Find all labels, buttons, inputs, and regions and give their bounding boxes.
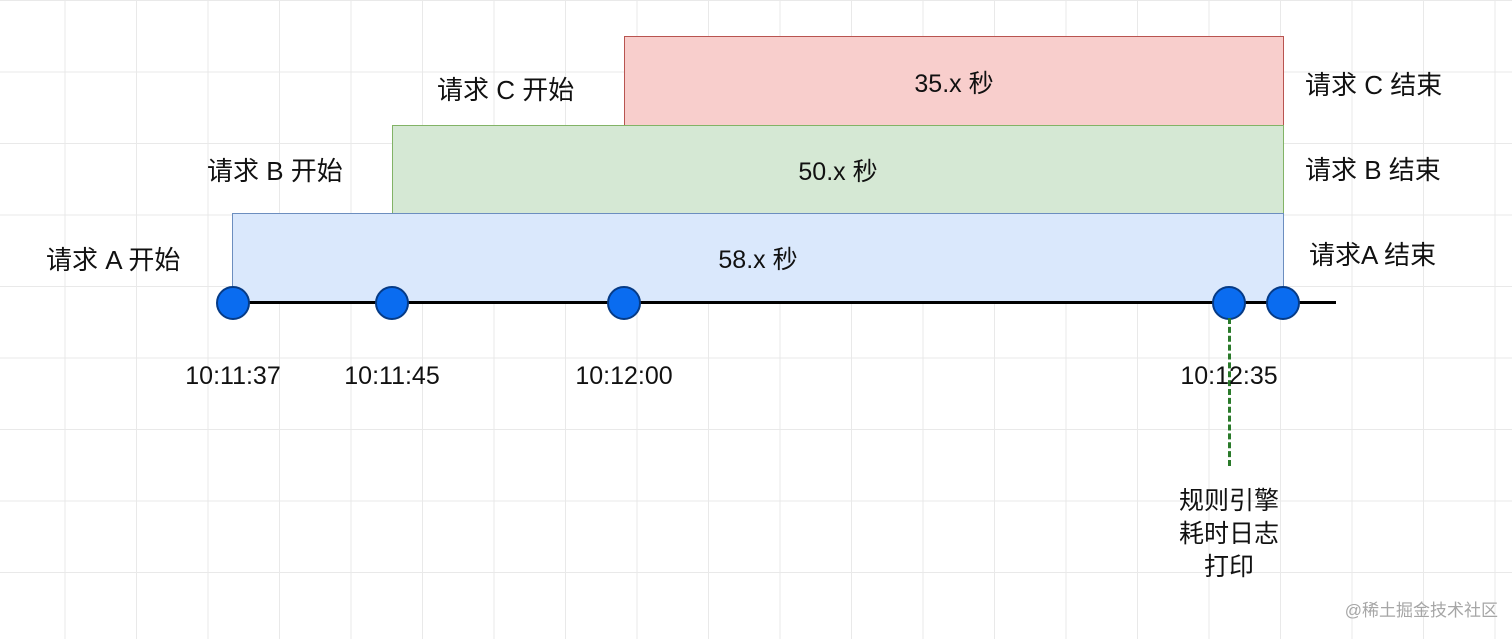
request-b-end-label: 请求 B 结束 <box>1305 155 1441 185</box>
timeline-point-5 <box>1266 286 1300 320</box>
note-line-1: 规则引擎 <box>1178 487 1280 515</box>
request-c-end-label: 请求 C 结束 <box>1305 70 1443 100</box>
timeline-point-3 <box>607 286 641 320</box>
note-line-3: 打印 <box>1203 553 1255 581</box>
time-label-4: 10:12:35 <box>1180 362 1278 390</box>
note-line-2: 耗时日志 <box>1178 520 1280 548</box>
timeline-point-1 <box>216 286 250 320</box>
request-a-duration: 58.x 秒 <box>718 245 798 274</box>
log-print-marker <box>1228 318 1231 466</box>
timeline-point-2 <box>375 286 409 320</box>
request-a-bar: 58.x 秒 <box>232 213 1284 302</box>
time-label-3: 10:12:00 <box>575 362 673 390</box>
request-c-bar: 35.x 秒 <box>624 36 1284 127</box>
timeline-axis <box>232 301 1336 304</box>
request-b-start-label: 请求 B 开始 <box>207 156 343 186</box>
request-a-end-label: 请求A 结束 <box>1309 240 1437 270</box>
time-label-1: 10:11:37 <box>185 362 281 390</box>
request-a-start-label: 请求 A 开始 <box>46 245 181 275</box>
time-label-2: 10:11:45 <box>344 362 440 390</box>
request-c-duration: 35.x 秒 <box>914 69 994 98</box>
request-b-duration: 50.x 秒 <box>798 157 878 186</box>
request-b-bar: 50.x 秒 <box>392 125 1284 214</box>
rule-engine-log-note: 规则引擎 耗时日志 打印 <box>1179 485 1279 584</box>
request-c-start-label: 请求 C 开始 <box>437 75 575 105</box>
watermark: @稀土掘金技术社区 <box>1344 601 1498 620</box>
timeline-point-4 <box>1212 286 1246 320</box>
